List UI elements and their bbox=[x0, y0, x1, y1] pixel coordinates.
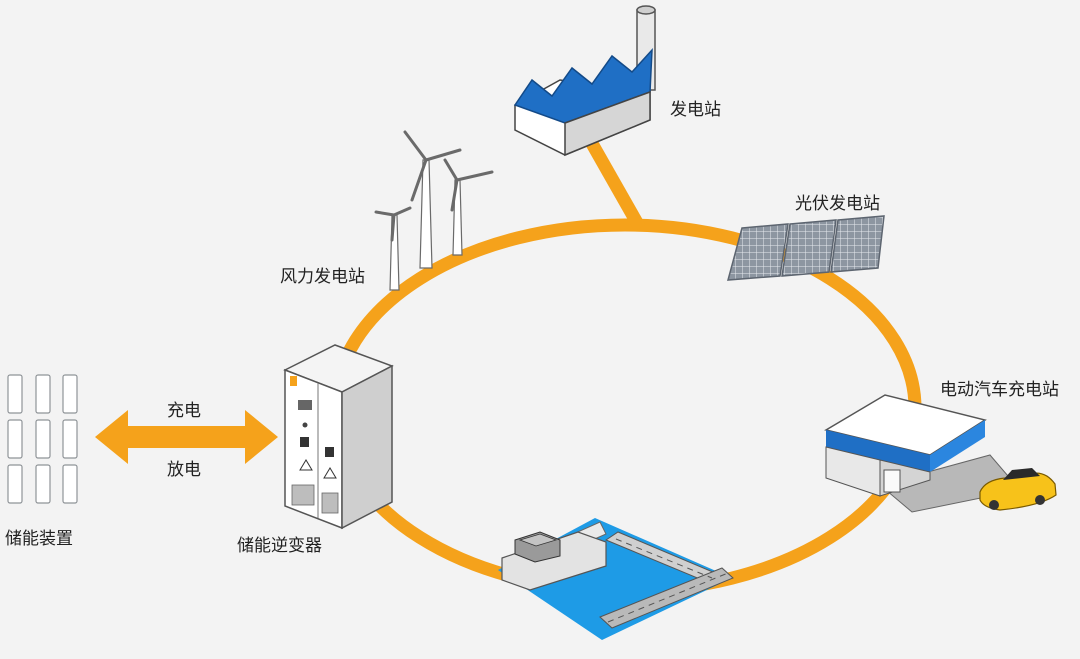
charge-discharge-arrow bbox=[95, 410, 278, 464]
power-plant-icon bbox=[513, 5, 656, 157]
pv-panels-icon bbox=[727, 215, 885, 281]
battery-units-icon bbox=[7, 374, 78, 504]
discharge-label: 放电 bbox=[167, 460, 201, 480]
ev-station-label: 电动汽车充电站 bbox=[940, 380, 1059, 400]
power-plant-connector bbox=[584, 136, 646, 232]
wind-station-label: 风力发电站 bbox=[280, 267, 365, 287]
power-plant-label: 发电站 bbox=[670, 100, 721, 120]
wind-turbines-icon bbox=[374, 130, 494, 291]
inverter-icon bbox=[283, 344, 394, 530]
storage-device-label: 储能装置 bbox=[5, 529, 73, 549]
inverter-label: 储能逆变器 bbox=[237, 536, 322, 556]
ev-station-icon bbox=[824, 394, 1021, 513]
pv-station-label: 光伏发电站 bbox=[795, 194, 880, 214]
car-icon bbox=[979, 468, 1057, 511]
harbor-icon bbox=[498, 518, 734, 640]
charge-label: 充电 bbox=[167, 401, 201, 421]
